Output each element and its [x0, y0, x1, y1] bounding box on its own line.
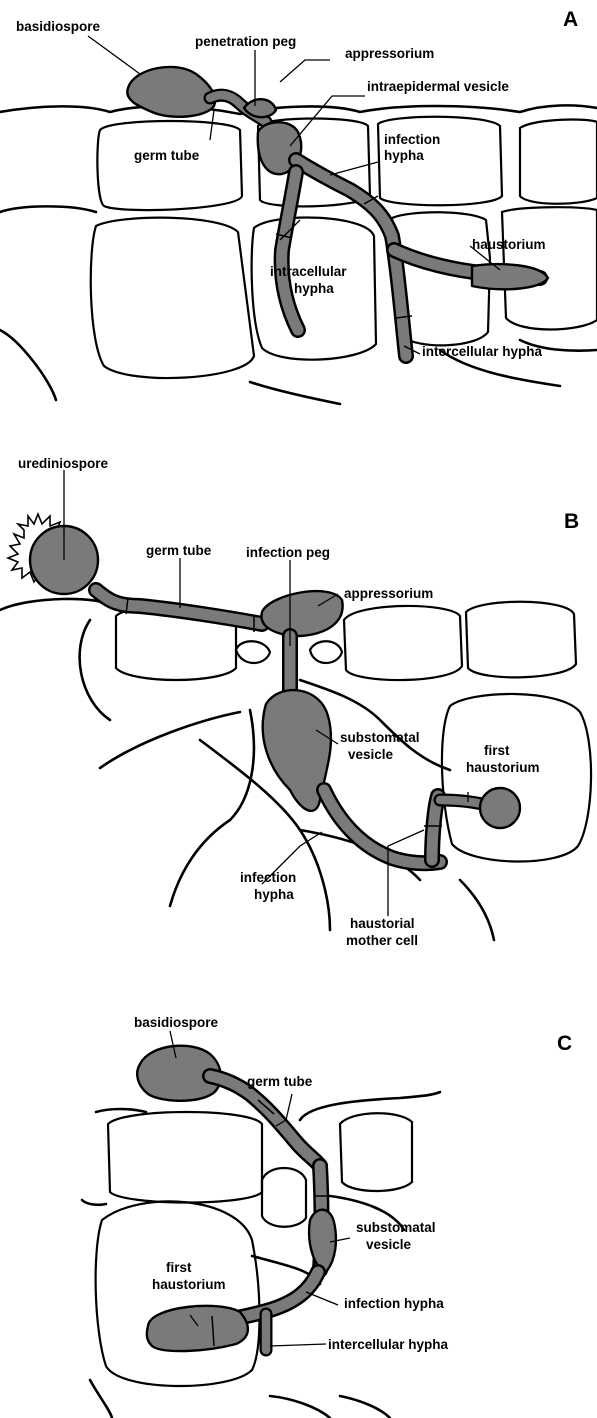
label-first-haustorium-b-2: haustorium	[466, 760, 540, 775]
first-haustorium-body	[480, 788, 520, 828]
label-basidiospore-c: basidiospore	[134, 1015, 219, 1030]
label-basidiospore: basidiospore	[16, 19, 101, 34]
label-substomatal-vesicle-c-2: vesicle	[366, 1237, 412, 1252]
label-substomatal-vesicle-c-1: substomatal	[356, 1220, 436, 1235]
label-intercellular-hypha: intercellular hypha	[422, 344, 543, 359]
label-infection-hypha-c: infection hypha	[344, 1296, 444, 1311]
label-haustorial-mother-cell-1: haustorial	[350, 916, 415, 931]
label-intraepidermal-vesicle: intraepidermal vesicle	[367, 79, 509, 94]
label-haustorial-mother-cell-2: mother cell	[346, 933, 418, 948]
panel-c-letter: C	[557, 1032, 572, 1055]
panel-c-cells	[82, 1092, 440, 1418]
label-haustorium: haustorium	[472, 237, 546, 252]
label-infection-hypha-b-2: hypha	[254, 887, 294, 902]
label-infection-peg: infection peg	[246, 545, 330, 560]
label-germ-tube-c: germ tube	[247, 1074, 313, 1089]
label-substomatal-vesicle-b-2: vesicle	[348, 747, 394, 762]
label-intracellular-hypha-1: intracellular	[270, 264, 347, 279]
label-penetration-peg: penetration peg	[195, 34, 296, 49]
panel-a-fungus	[127, 67, 548, 356]
panel-c: C	[82, 1015, 572, 1418]
label-appressorium-b: appressorium	[344, 586, 433, 601]
label-appressorium: appressorium	[345, 46, 434, 61]
label-intracellular-hypha-2: hypha	[294, 281, 334, 296]
panel-b-letter: B	[564, 510, 579, 533]
label-substomatal-vesicle-b-1: substomatal	[340, 730, 420, 745]
panel-a: A	[0, 8, 597, 404]
label-intercellular-hypha-c: intercellular hypha	[328, 1337, 449, 1352]
label-first-haustorium-c-2: haustorium	[152, 1277, 226, 1292]
label-infection-hypha-b-1: infection	[240, 870, 296, 885]
label-germ-tube-b: germ tube	[146, 543, 212, 558]
label-infection-hypha-2: hypha	[384, 148, 424, 163]
label-infection-hypha-1: infection	[384, 132, 440, 147]
label-germ-tube: germ tube	[134, 148, 200, 163]
label-first-haustorium-b-1: first	[484, 743, 510, 758]
panel-a-letter: A	[563, 8, 578, 31]
label-first-haustorium-c-1: first	[166, 1260, 192, 1275]
label-urediniospore: urediniospore	[18, 456, 109, 471]
panel-b-leaders	[64, 470, 468, 916]
panel-b: B	[0, 456, 591, 948]
